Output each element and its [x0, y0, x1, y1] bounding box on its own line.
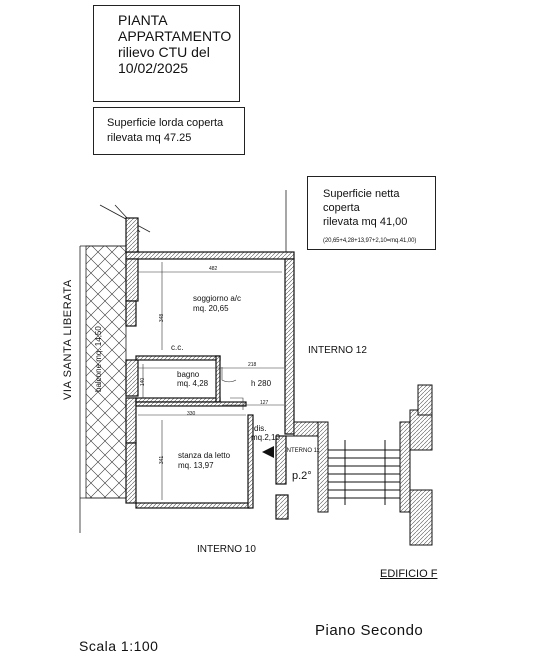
- gross-area-box: Superficie lorda coperta rilevata mq 47.…: [93, 107, 245, 155]
- hall-area: mq.2,10: [251, 433, 280, 442]
- living-room-name: soggiorno a/c: [193, 294, 242, 303]
- bath-name: bagno: [177, 370, 200, 379]
- landing-label: p.2°: [292, 470, 312, 482]
- street-name: VIA SANTA LIBERATA: [62, 279, 74, 400]
- dim-bedroom-width: 330: [187, 411, 196, 417]
- net-area-formula: (20,65+4,28+13,97+2,10=mq.41,00): [323, 238, 417, 244]
- gross-area-line-2: rilevata mq 47.25: [107, 132, 192, 144]
- title-line-2: APPARTAMENTO: [118, 28, 232, 44]
- wc-label: c.c.: [171, 343, 184, 352]
- balcony-area: [85, 245, 127, 499]
- dim-bath-width: 218: [248, 362, 257, 368]
- building-label: EDIFICIO F: [380, 568, 438, 580]
- bedroom-name: stanza da letto: [178, 451, 231, 460]
- title-line-1: PIANTA: [118, 12, 168, 28]
- net-area-line-1: Superficie netta: [323, 188, 400, 200]
- ceiling-height: h 280: [251, 379, 272, 388]
- dim-living-width: 482: [209, 266, 218, 272]
- title-box: PIANTA APPARTAMENTO rilievo CTU del 10/0…: [93, 5, 240, 102]
- living-room-area: mq. 20,65: [193, 304, 229, 313]
- dim-hall-width: 127: [260, 400, 269, 406]
- bedroom-area: mq. 13,97: [178, 461, 214, 470]
- gross-area-line-1: Superficie lorda coperta: [107, 117, 224, 129]
- net-area-box: Superficie netta coperta rilevata mq 41,…: [307, 176, 436, 250]
- neighbor-interno-12: INTERNO 12: [308, 345, 367, 356]
- balcony-label: balcone mq. 14,50: [94, 326, 103, 392]
- floor-label: Piano Secondo: [315, 622, 424, 639]
- scale-label: Scala 1:100: [79, 638, 159, 654]
- entrance-arrow: [262, 446, 274, 458]
- neighbor-interno-11: INTERNO 11: [285, 448, 320, 454]
- neighbor-interno-10: INTERNO 10: [197, 544, 256, 555]
- stairwell: [286, 384, 433, 546]
- dim-bedroom-height: 341: [159, 455, 166, 465]
- title-line-3: rilievo CTU del: [118, 44, 210, 60]
- dim-living-height: 348: [159, 313, 166, 323]
- net-area-line-2: coperta: [323, 202, 360, 214]
- title-line-4: 10/02/2025: [118, 60, 189, 76]
- bath-area: mq. 4,28: [177, 379, 209, 388]
- dim-bath-height: 140: [140, 377, 147, 387]
- hall-name: dis.: [254, 424, 267, 433]
- net-area-line-3: rilevata mq 41,00: [323, 216, 408, 228]
- apartment-walls: [125, 217, 295, 520]
